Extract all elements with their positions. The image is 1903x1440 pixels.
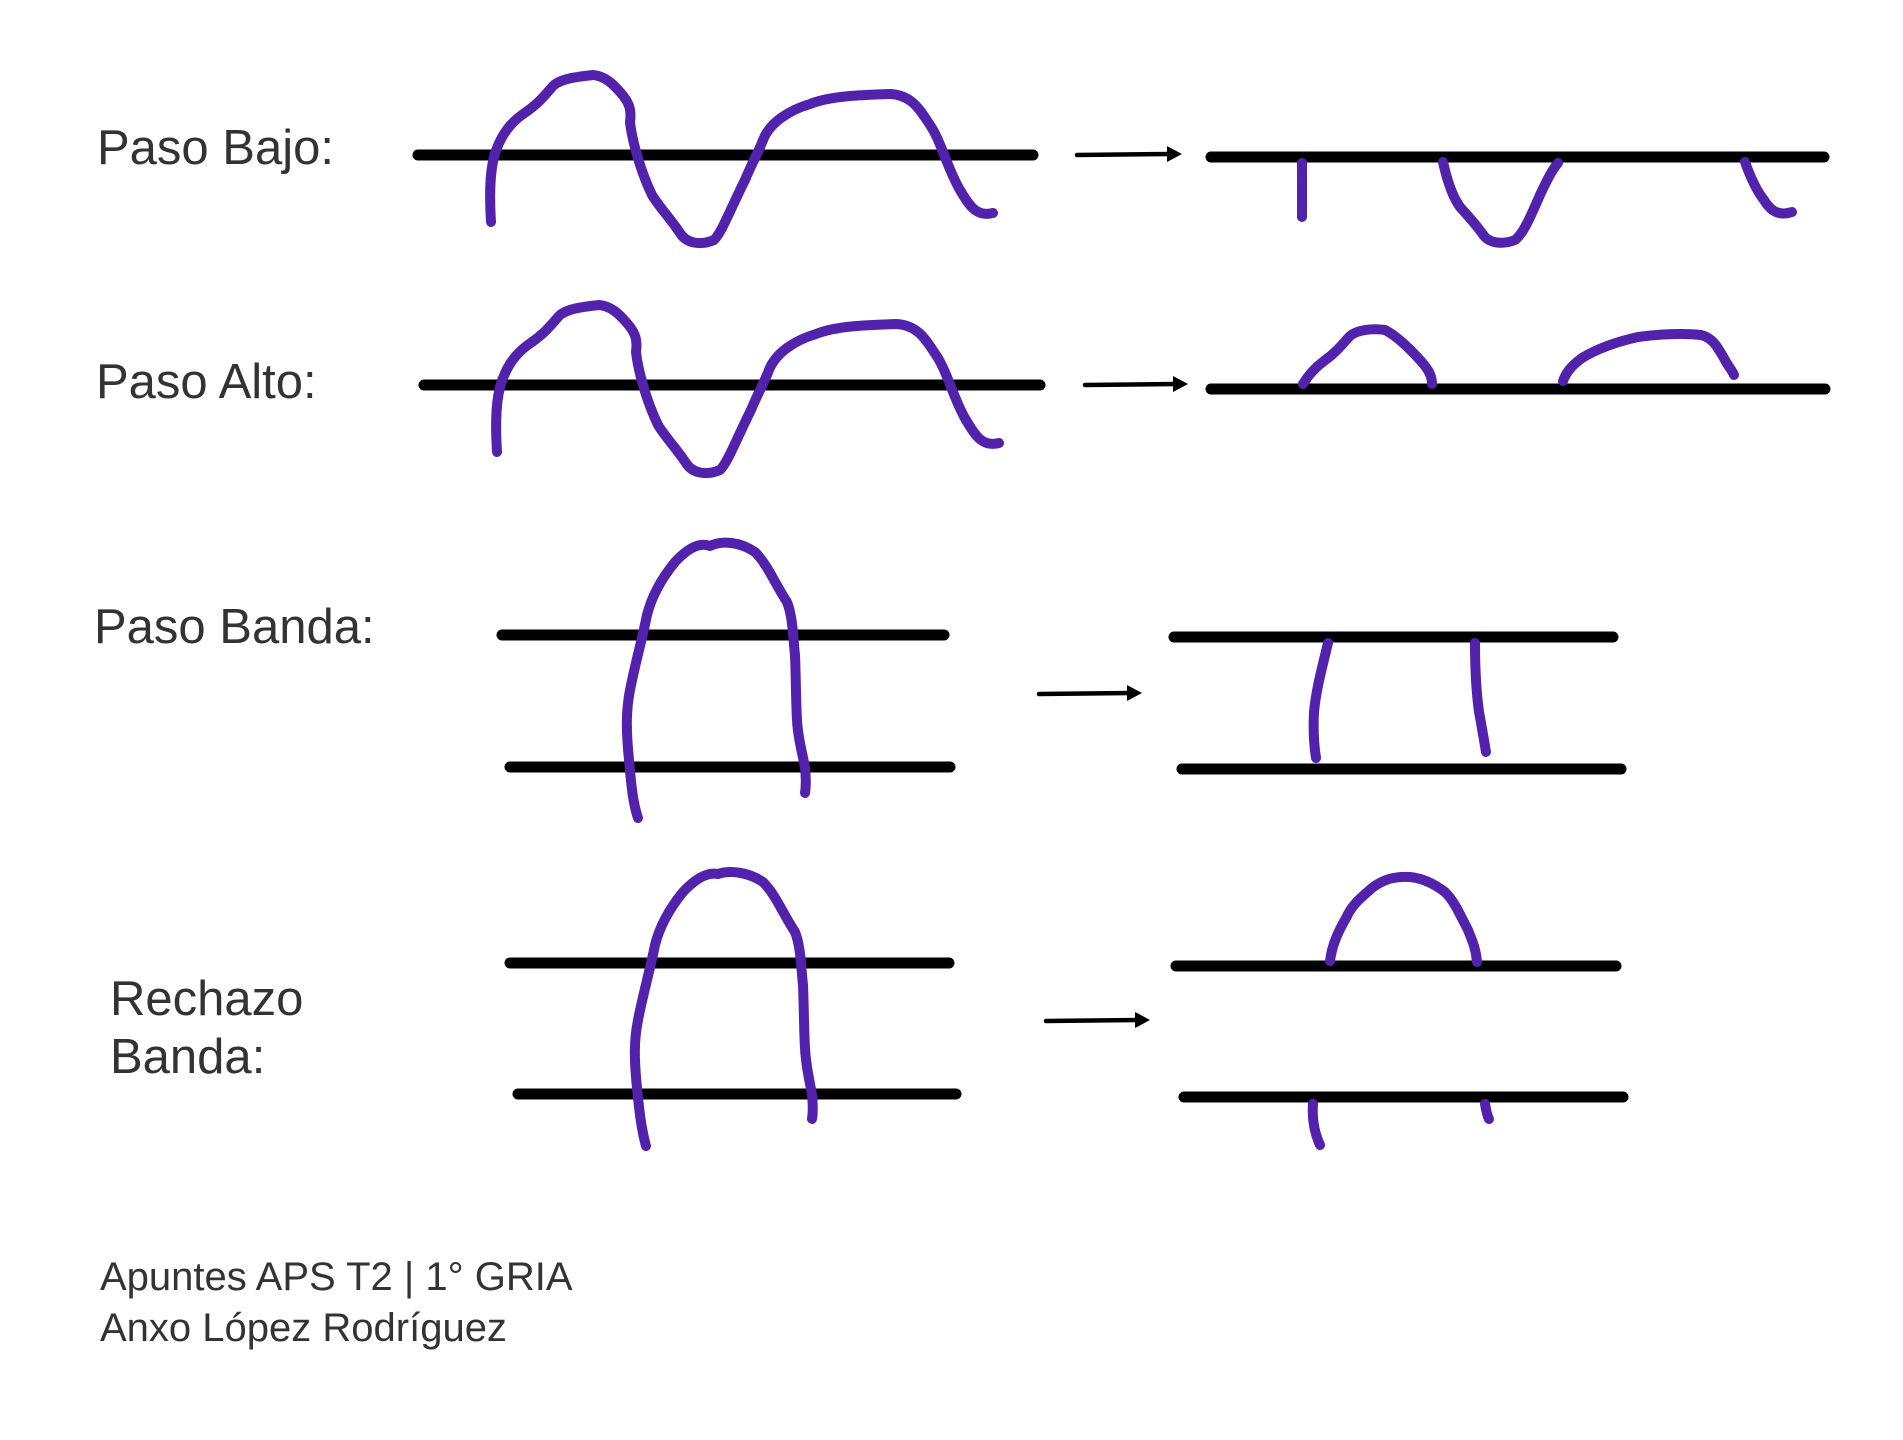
high-pass-arrow-head bbox=[1173, 376, 1188, 392]
high-pass-arrow bbox=[1082, 376, 1188, 392]
band-stop-output-signal-upper bbox=[1325, 871, 1482, 967]
band-pass-input bbox=[496, 537, 956, 823]
low-pass-arrow-head bbox=[1167, 146, 1182, 162]
high-pass-output bbox=[1205, 324, 1831, 395]
low-pass-input-signal bbox=[485, 70, 998, 249]
footer-author: Anxo López Rodríguez bbox=[100, 1306, 507, 1350]
band-pass-label-line: Paso Banda: bbox=[94, 600, 375, 654]
band-stop-output-signal-lower-2 bbox=[1480, 1099, 1494, 1124]
band-stop-input-signal bbox=[629, 867, 818, 1151]
low-pass-output-signal-3 bbox=[1740, 157, 1797, 219]
band-stop-label-line-1: Rechazo bbox=[110, 972, 304, 1026]
footer: Apuntes APS T2 | 1° GRIA Anxo López Rodr… bbox=[100, 1252, 573, 1354]
band-stop-arrow bbox=[1043, 1012, 1150, 1028]
low-pass-output bbox=[1205, 151, 1830, 248]
band-stop-label-line-2: Banda: bbox=[110, 1030, 266, 1084]
band-stop-output bbox=[1170, 871, 1629, 1150]
band-pass-arrow-shaft bbox=[1036, 690, 1133, 697]
band-pass-input-signal bbox=[621, 537, 811, 823]
band-pass-arrow-head bbox=[1127, 685, 1142, 701]
low-pass-arrow bbox=[1074, 146, 1182, 162]
high-pass-output-signal-1 bbox=[1298, 324, 1437, 389]
high-pass-input-signal bbox=[491, 300, 1004, 479]
band-pass-output bbox=[1168, 631, 1627, 775]
high-pass-output-signal-2 bbox=[1558, 328, 1739, 386]
band-stop-output-signal-lower-1 bbox=[1307, 1099, 1325, 1150]
band-pass-output-signal-1 bbox=[1308, 638, 1333, 763]
low-pass-output-signal-2 bbox=[1438, 157, 1563, 248]
low-pass-arrow-shaft bbox=[1074, 151, 1173, 158]
band-pass-output-signal-2 bbox=[1470, 638, 1491, 757]
low-pass-input bbox=[412, 70, 1039, 249]
band-stop-arrow-shaft bbox=[1043, 1017, 1141, 1024]
band-stop-arrow-head bbox=[1135, 1012, 1150, 1028]
band-stop-input bbox=[504, 867, 962, 1151]
footer-course: Apuntes APS T2 | 1° GRIA bbox=[100, 1255, 573, 1299]
band-pass-arrow bbox=[1036, 685, 1142, 701]
band-stop-label: Rechazo Banda: bbox=[110, 970, 303, 1086]
high-pass-input bbox=[418, 300, 1046, 479]
high-pass-arrow-shaft bbox=[1082, 381, 1179, 388]
high-pass-label: Paso Alto: bbox=[96, 353, 317, 411]
low-pass-label: Paso Bajo: bbox=[97, 119, 334, 177]
band-pass-label: Paso Banda: bbox=[94, 598, 375, 656]
high-pass-label-line: Paso Alto: bbox=[96, 355, 317, 409]
low-pass-label-line: Paso Bajo: bbox=[97, 121, 334, 175]
